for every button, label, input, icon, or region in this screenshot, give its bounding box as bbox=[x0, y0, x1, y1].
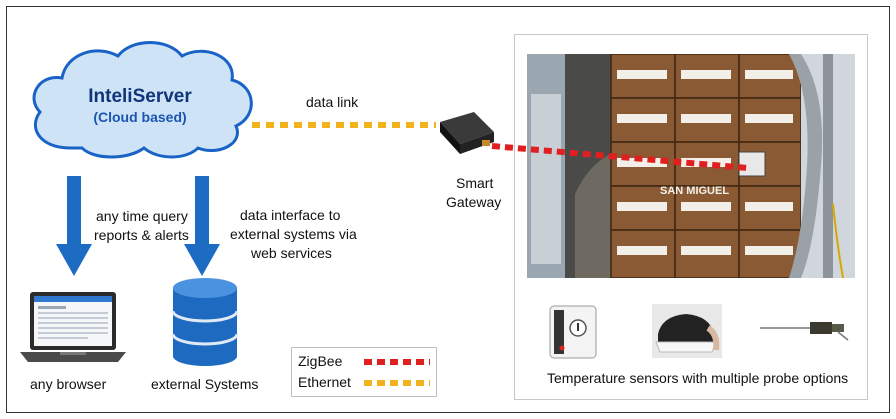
database-icon bbox=[171, 278, 239, 366]
interface-label-line2: external systems via bbox=[230, 226, 357, 242]
data-link-label: data link bbox=[306, 94, 359, 110]
gateway-device-icon bbox=[440, 112, 494, 154]
query-label-line1: any time query bbox=[96, 208, 188, 224]
systems-label: external Systems bbox=[151, 376, 259, 392]
cloud-subtitle: (Cloud based) bbox=[93, 109, 187, 125]
probe-sensor-icon bbox=[760, 322, 849, 341]
legend-ethernet-swatch bbox=[364, 380, 430, 386]
wall-sensor-icon bbox=[549, 305, 597, 359]
interface-label-line1: data interface to bbox=[240, 207, 341, 223]
laptop-browser-icon bbox=[20, 292, 126, 362]
gateway-label-line1: Smart bbox=[456, 175, 494, 191]
ethernet-link-line bbox=[252, 122, 436, 128]
sensors-caption: Temperature sensors with multiple probe … bbox=[547, 370, 849, 386]
interface-arrow-icon bbox=[184, 176, 220, 276]
legend bbox=[291, 347, 437, 397]
interface-label-line3: web services bbox=[251, 245, 332, 261]
gateway-label-line2: Gateway bbox=[446, 194, 502, 210]
query-label-line2: reports & alerts bbox=[94, 227, 189, 243]
cloud-title: InteliServer bbox=[88, 86, 192, 107]
zigbee-link-line bbox=[491, 143, 749, 171]
handheld-sensor-icon bbox=[652, 304, 722, 358]
browser-label: any browser bbox=[30, 376, 107, 392]
legend-label-ethernet: Ethernet bbox=[298, 374, 351, 390]
legend-label-zigbee: ZigBee bbox=[298, 353, 343, 369]
query-arrow-icon bbox=[56, 176, 92, 276]
legend-zigbee-swatch bbox=[364, 359, 430, 365]
cloud-shape bbox=[32, 41, 253, 159]
box-brand-label: SAN MIGUEL bbox=[660, 185, 730, 197]
